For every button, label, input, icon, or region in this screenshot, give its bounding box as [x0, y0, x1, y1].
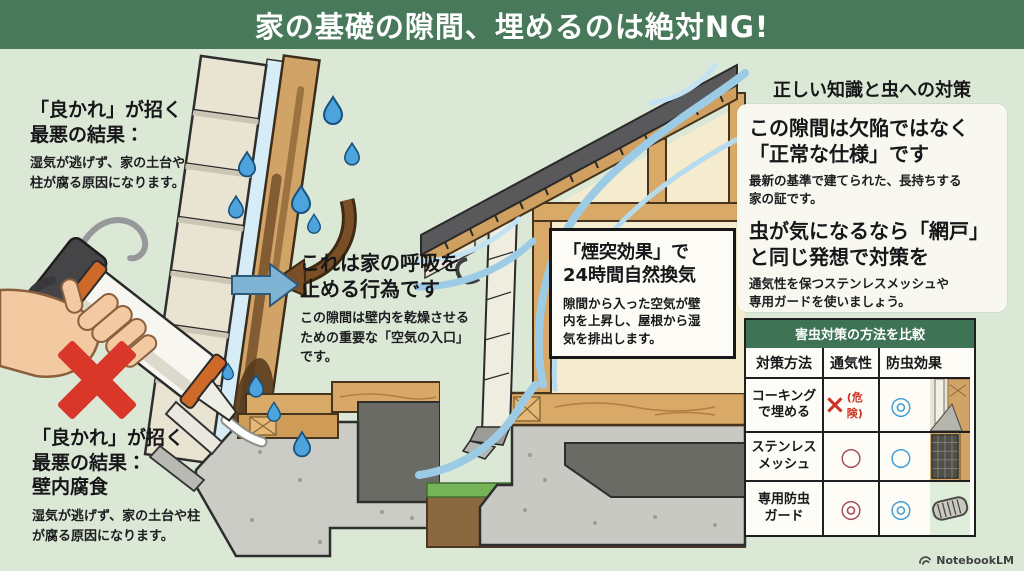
- air-in-arrow: [231, 262, 300, 308]
- notebooklm-logo-icon: [919, 556, 932, 565]
- col-header-ventilation: 通気性: [822, 348, 878, 377]
- double-circle-mark: ◎: [840, 494, 862, 523]
- warning-top-heading: 「良かれ」が招く 最悪の結果：: [30, 99, 183, 146]
- danger-note: (危険): [846, 391, 863, 420]
- ventilation-rating: × (危険): [822, 377, 878, 431]
- crawl-space: [564, 442, 746, 498]
- cross-danger-mark: ×: [824, 390, 846, 420]
- page-title: 家の基礎の隙間、埋めるのは絶対NG!: [254, 9, 770, 44]
- tilted-wall: [143, 54, 321, 472]
- screen-heading: 虫が気になるなら「網戸」 と同じ発想で対策を: [749, 219, 989, 270]
- warning-bottom-heading: 「良かれ」が招く 最悪の結果： 壁内腐食: [32, 427, 185, 499]
- nozzle: [196, 378, 238, 422]
- double-circle-mark: ◎: [890, 390, 912, 420]
- banner: 家の基礎の隙間、埋めるのは絶対NG!: [0, 0, 1024, 49]
- chimney-body: 隙間から入った空気が壁 内を上昇し、屋根から湿 気を排出します。: [563, 295, 701, 346]
- breath-heading: これは家の呼吸を 止める行為です: [300, 251, 460, 301]
- table-title: 害虫対策の方法を比較: [746, 320, 974, 348]
- sill-beam: [508, 391, 747, 427]
- gutter: [455, 257, 480, 285]
- ventilation-rating: ◎: [822, 480, 878, 535]
- red-x-mark: [57, 340, 137, 420]
- caulk-bead: [222, 416, 266, 446]
- chimney-effect-callout: 「煙突効果」で 24時間自然換気 隙間から入った空気が壁 内を上昇し、屋根から湿…: [549, 228, 736, 360]
- spec-body: 最新の基準で建てられた、長持ちする 家の証です。: [749, 172, 962, 206]
- pest-comparison-table: 害虫対策の方法を比較 対策方法 通気性 防虫効果 コーキング で埋める × (危…: [744, 318, 976, 537]
- breath-block: これは家の呼吸を 止める行為です この隙間は壁内を乾燥させる ための重要な「空気…: [300, 250, 530, 368]
- brand-footer: NotebookLM: [918, 554, 1014, 567]
- spec-heading: この隙間は欠陥ではなく 「正常な仕様」です: [749, 116, 969, 167]
- table-row-method: ステンレス メッシュ: [746, 431, 822, 480]
- mesh-thumbnail-icon: [930, 433, 970, 480]
- warning-bottom-block: 「良かれ」が招く 最悪の結果： 壁内腐食 湿気が逃げず、家の土台や柱 が腐る原因…: [32, 426, 272, 546]
- bugproof-rating: ◎: [878, 377, 970, 431]
- table-row-method: コーキング で埋める: [746, 377, 822, 431]
- circle-mark: ○: [890, 442, 912, 471]
- warning-bottom-body: 湿気が逃げず、家の土台や柱 が腐る原因になります。: [32, 509, 201, 544]
- caulk-thumbnail-icon: [930, 379, 970, 431]
- brand-label: NotebookLM: [936, 554, 1014, 567]
- breath-body: この隙間は壁内を乾燥させる ための重要な「空気の入口」 です。: [300, 311, 470, 365]
- guard-thumbnail-icon: [930, 482, 970, 535]
- bugproof-rating: ○: [878, 431, 970, 480]
- table-row-method: 専用防虫 ガード: [746, 480, 822, 535]
- col-header-method: 対策方法: [756, 355, 812, 372]
- bugproof-rating: ◎: [878, 480, 970, 535]
- caulking-wall-illustration: [0, 54, 440, 558]
- circle-mark: ○: [840, 442, 862, 471]
- warning-top-block: 「良かれ」が招く 最悪の結果： 湿気が逃げず、家の土台や 柱が腐る原因になります…: [30, 98, 260, 193]
- ventilation-rating: ○: [822, 431, 878, 480]
- flashing: [148, 444, 206, 493]
- knowledge-panel: この隙間は欠陥ではなく 「正常な仕様」です 最新の基準で建てられた、長持ちする …: [737, 104, 1007, 312]
- warning-top-body: 湿気が逃げず、家の土台や 柱が腐る原因になります。: [30, 156, 186, 191]
- chimney-heading: 「煙突効果」で 24時間自然換気: [563, 242, 697, 287]
- col-header-bugproof: 防虫効果: [878, 348, 970, 377]
- table-grid: 対策方法 通気性 防虫効果 コーキング で埋める × (危険) ◎ ス: [746, 348, 974, 535]
- screen-body: 通気性を保つステンレスメッシュや 専用ガードを使いましょう。: [749, 275, 950, 309]
- double-circle-mark: ◎: [890, 494, 912, 523]
- house-cross-section-illustration: [415, 62, 749, 548]
- right-column-heading: 正しい知識と虫への対策: [773, 80, 971, 101]
- rot-streak: [270, 86, 305, 285]
